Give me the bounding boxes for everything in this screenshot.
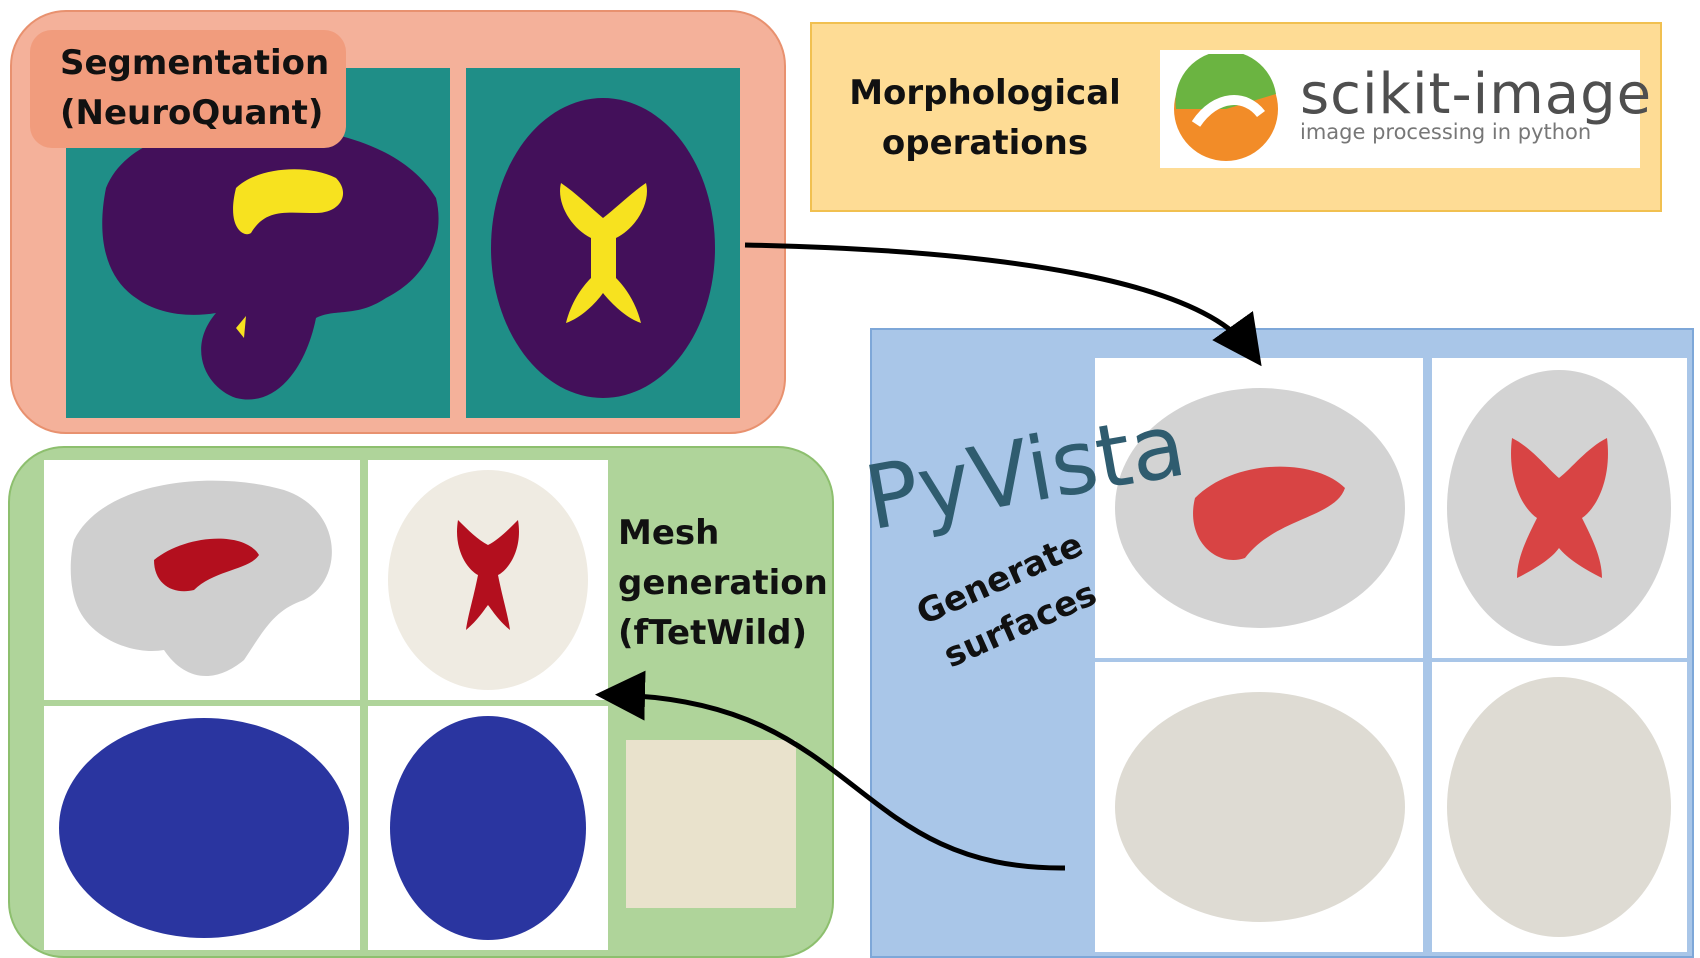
mesh-surface-axial bbox=[368, 706, 608, 950]
ftetwild-examples-image bbox=[626, 740, 796, 908]
scikit-image-icon bbox=[1174, 54, 1278, 161]
morphological-title-line2: operations bbox=[881, 123, 1089, 163]
mesh-title-line1: Mesh bbox=[618, 513, 720, 553]
segmentation-title-line1: Segmentation bbox=[60, 43, 330, 83]
scikit-image-name: scikit-image bbox=[1300, 62, 1653, 127]
mesh-title-line3: (fTetWild) bbox=[618, 613, 808, 653]
axial-segmentation-image bbox=[466, 68, 740, 418]
mesh-generation-title: Mesh generation (fTetWild) bbox=[618, 508, 828, 658]
segmentation-title-line2: (NeuroQuant) bbox=[60, 93, 324, 133]
arrow-surfaces-to-mesh bbox=[595, 670, 1066, 871]
scikit-image-tagline: image processing in python bbox=[1300, 120, 1592, 144]
mesh-cut-axial bbox=[368, 460, 608, 700]
mesh-surface-sagittal bbox=[44, 706, 360, 950]
segmentation-label-box bbox=[30, 30, 346, 148]
brain-surface-axial bbox=[1432, 662, 1687, 952]
morphological-title: Morphological operations bbox=[840, 68, 1130, 168]
mesh-cut-sagittal bbox=[44, 460, 360, 700]
segmentation-title: Segmentation (NeuroQuant) bbox=[60, 38, 350, 138]
transparent-brain-axial bbox=[1432, 358, 1687, 658]
arrow-segmentation-to-surfaces bbox=[744, 242, 1262, 367]
mesh-title-line2: generation bbox=[618, 563, 828, 603]
transparent-brain-sagittal bbox=[1095, 358, 1423, 658]
brain-surface-sagittal bbox=[1095, 662, 1423, 952]
morphological-title-line1: Morphological bbox=[849, 73, 1121, 113]
